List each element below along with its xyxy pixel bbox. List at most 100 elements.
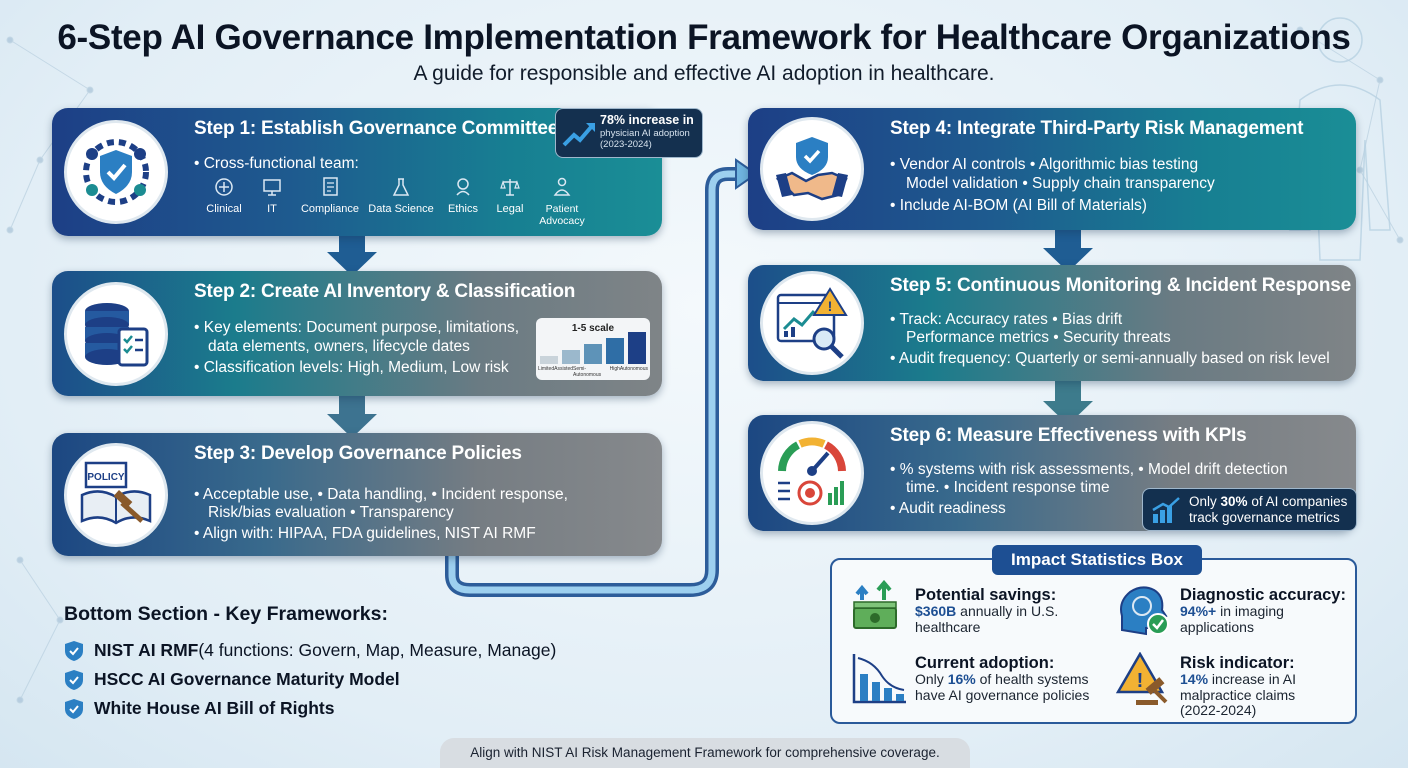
policy-book-gavel-icon: POLICY <box>64 442 168 547</box>
risk-scale-callout: 1-5 scale Limited Assisted Semi-Autonomo… <box>536 318 650 380</box>
committee-members: Clinical IT Compliance Data Science Ethi… <box>202 176 585 234</box>
patient-icon <box>553 177 571 196</box>
impact-statistics-box: Impact Statistics Box Potential savings:… <box>830 545 1357 724</box>
step-6-line-2: time. • Incident response time <box>906 479 1110 496</box>
step-4-line-1: Vendor AI controls • Algorithmic bias te… <box>890 155 1198 174</box>
stat-text: annually in U.S. <box>956 603 1059 619</box>
step-4-title: Step 4: Integrate Third-Party Risk Manag… <box>890 118 1304 139</box>
adoption-stat-detail: physician AI adoption(2023-2024) <box>600 128 690 150</box>
monitoring-dashboard-icon: ! <box>760 271 864 375</box>
scales-icon <box>500 179 520 196</box>
adoption-stat-line1: physician AI adoption <box>600 128 690 139</box>
kpi-stat-text: Only 30% of AI companies track governanc… <box>1189 494 1347 526</box>
kpi-stat-line2: track governance metrics <box>1189 510 1340 525</box>
step-6-line-3: Audit readiness <box>890 499 1006 518</box>
step-5-line-1: Track: Accuracy rates • Bias drift <box>890 310 1122 329</box>
stat-text: of health systems <box>975 671 1089 687</box>
stat-label: Risk indicator: <box>1180 654 1295 672</box>
member-clinical: Clinical <box>202 176 246 215</box>
step-2-line-3: Classification levels: High, Medium, Low… <box>194 358 509 377</box>
member-label: IT <box>267 203 277 215</box>
adoption-stat-line2: (2023-2024) <box>600 139 652 150</box>
stat-risk-indicator: Risk indicator: 14% increase in AI malpr… <box>1180 654 1296 719</box>
database-checklist-icon <box>64 281 168 386</box>
member-it: IT <box>250 176 294 215</box>
clinical-icon <box>215 178 233 196</box>
stat-text: in imaging <box>1216 603 1284 619</box>
step-3-title: Step 3: Develop Governance Policies <box>194 443 522 464</box>
key-frameworks-section: Bottom Section - Key Frameworks: NIST AI… <box>64 603 556 723</box>
kpi-stat-prefix: Only <box>1189 494 1217 509</box>
member-label: Legal <box>496 203 524 215</box>
step-5-line-2: Performance metrics • Security threats <box>906 329 1171 346</box>
scale-level: Limited <box>538 366 555 372</box>
step-4-card: Step 4: Integrate Third-Party Risk Manag… <box>748 108 1356 230</box>
stat-value: 94%+ <box>1180 603 1217 619</box>
scale-label: 1-5 scale <box>571 323 615 334</box>
impact-heading: Impact Statistics Box <box>992 545 1202 575</box>
svg-text:!: ! <box>1137 670 1144 692</box>
adoption-stat-callout: 78% increase in physician AI adoption(20… <box>555 108 703 158</box>
member-data-science: Data Science <box>366 176 436 215</box>
step-2-line-1: Key elements: Document purpose, limitati… <box>194 318 519 337</box>
framework-name: HSCC AI Governance Maturity Model <box>94 669 400 689</box>
member-label: Clinical <box>206 203 242 215</box>
framework-name: NIST AI RMF <box>94 640 199 660</box>
committee-shield-icon <box>64 120 168 224</box>
stat-text: increase in AI <box>1208 671 1296 687</box>
member-compliance: Compliance <box>298 176 362 215</box>
framework-item: HSCC AI Governance Maturity Model <box>64 665 556 694</box>
arrow-step1-to-step2 <box>327 232 377 276</box>
step-4-line-3: Include AI-BOM (AI Bill of Materials) <box>890 196 1147 215</box>
document-icon <box>323 177 338 196</box>
bar-chart-up-icon <box>1152 497 1180 523</box>
stat-text: Only <box>915 671 948 687</box>
ai-brain-check-icon <box>1120 586 1169 636</box>
member-label: Ethics <box>448 203 478 215</box>
scale-level: Semi-Autonomous <box>573 366 602 378</box>
stat-text: malpractice claims <box>1180 686 1296 703</box>
member-label: Patient Advocacy <box>539 203 585 227</box>
handshake-shield-icon <box>760 117 864 221</box>
step-3-line-3: Align with: HIPAA, FDA guidelines, NIST … <box>194 524 536 543</box>
stat-text: have AI governance policies <box>915 686 1090 703</box>
step-3-line-1: Acceptable use, • Data handling, • Incid… <box>194 485 568 504</box>
step-3-line-2: Risk/bias evaluation • Transparency <box>208 504 454 521</box>
stat-label: Diagnostic accuracy: <box>1180 586 1346 604</box>
warning-gavel-icon: ! <box>1116 652 1168 705</box>
member-ethics: Ethics <box>440 176 486 215</box>
kpi-stat-value: 30% <box>1220 494 1248 509</box>
member-legal: Legal <box>490 176 530 215</box>
declining-bar-chart-icon <box>852 654 906 704</box>
framework-item: White House AI Bill of Rights <box>64 694 556 723</box>
step-1-title: Step 1: Establish Governance Committee <box>194 118 559 139</box>
step-6-line-1: % systems with risk assessments, • Model… <box>890 460 1288 479</box>
scale-level-labels: Limited Assisted Semi-Autonomous High Au… <box>538 366 648 378</box>
framework-item: NIST AI RMF (4 functions: Govern, Map, M… <box>64 636 556 665</box>
step-5-title: Step 5: Continuous Monitoring & Incident… <box>890 275 1351 296</box>
scale-level: High <box>609 366 620 372</box>
stat-value: 14% <box>1180 671 1209 687</box>
member-patient-advocacy: Patient Advocacy <box>532 176 592 227</box>
arrow-step4-to-step5 <box>1043 228 1093 272</box>
kpi-stat-rest: of AI companies <box>1251 494 1348 509</box>
step-5-card: ! Step 5: Continuous Monitoring & Incide… <box>748 265 1356 381</box>
member-label: Compliance <box>300 203 360 215</box>
stat-text: (2022-2024) <box>1180 702 1257 718</box>
money-growth-icon <box>853 580 897 629</box>
stat-value: 16% <box>947 671 976 687</box>
shield-check-icon <box>65 640 83 661</box>
framework-detail: (4 functions: Govern, Map, Measure, Mana… <box>198 640 557 660</box>
svg-text:!: ! <box>828 298 833 314</box>
key-frameworks-heading: Bottom Section - Key Frameworks: <box>64 603 388 625</box>
flask-icon <box>392 178 410 196</box>
svg-text:POLICY: POLICY <box>87 472 125 483</box>
member-label: Data Science <box>368 203 434 215</box>
stat-text: applications <box>1180 618 1254 635</box>
stat-potential-savings: Potential savings: $360B annually in U.S… <box>915 586 1058 635</box>
scale-level: Assisted <box>554 366 574 372</box>
arrow-step5-to-step6 <box>1043 381 1093 425</box>
stat-label: Potential savings: <box>915 586 1057 604</box>
footer-note: Align with NIST AI Risk Management Frame… <box>440 738 970 768</box>
